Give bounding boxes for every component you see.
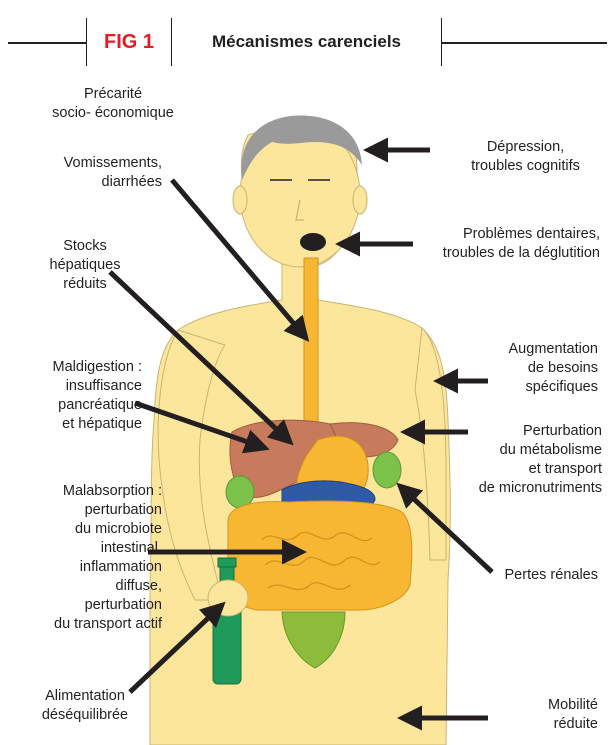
gallbladder <box>226 476 254 508</box>
label-besoins: Augmentation de besoins spécifiques <box>470 340 598 397</box>
label-malabsorption: Malabsorption : perturbation du microbio… <box>20 482 162 634</box>
label-alimentation: Alimentation déséquilibrée <box>20 687 150 725</box>
label-precarite: Précarité socio- économique <box>38 85 188 123</box>
label-depression: Dépression, troubles cognitifs <box>448 138 603 176</box>
label-vomissements: Vomissements, diarrhées <box>20 154 162 192</box>
label-stocks: Stocks hépatiques réduits <box>30 237 140 294</box>
intestines <box>228 501 412 610</box>
label-renales: Pertes rénales <box>480 566 598 585</box>
mouth <box>300 233 326 251</box>
label-metabolisme: Perturbation du métabolisme et transport… <box>455 422 602 498</box>
label-mobilite: Mobilité réduite <box>500 696 598 734</box>
label-maldigestion: Maldigestion : insuffisance pancréatique… <box>20 358 142 434</box>
label-dentaires: Problèmes dentaires, troubles de la dégl… <box>415 225 600 263</box>
esophagus <box>304 258 318 440</box>
